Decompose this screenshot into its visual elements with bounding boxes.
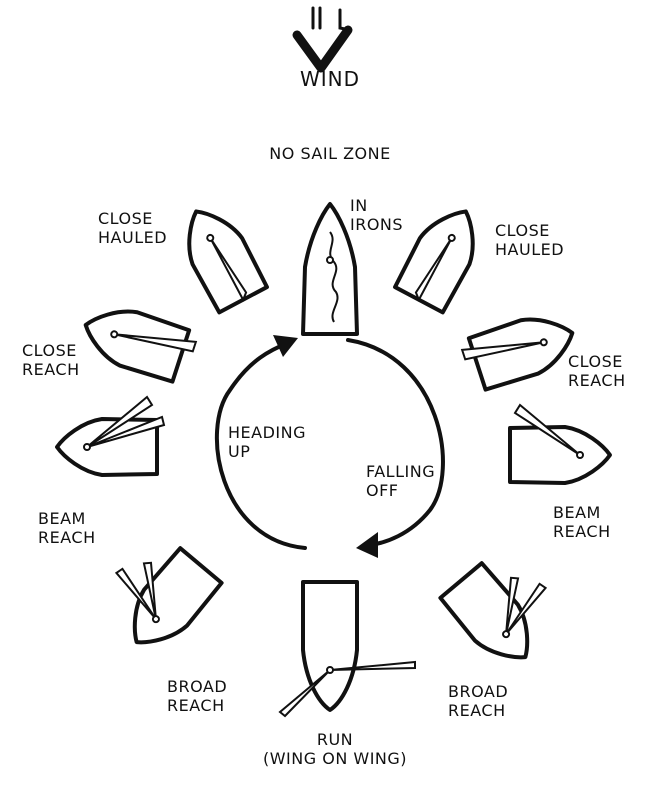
boat-close-hauled-left (171, 198, 267, 313)
close-reach-left-label: CLOSE REACH (22, 341, 80, 379)
broad-reach-right-label: BROAD REACH (448, 682, 509, 720)
beam-reach-right-label: BEAM REACH (553, 503, 611, 541)
close-reach-right-label: CLOSE REACH (568, 352, 626, 390)
boat-close-hauled-right (394, 198, 490, 313)
run-label: RUN (WING ON WING) (262, 730, 408, 768)
boat-broad-reach-left (113, 545, 225, 663)
no-sail-zone-text: NO SAIL ZONE (269, 144, 391, 163)
wind-arrow-icon (292, 6, 353, 73)
close-hauled-left-label: CLOSE HAULED (98, 209, 168, 247)
in-irons-label: IN IRONS (350, 196, 404, 234)
circular-arrow-icon (214, 335, 445, 558)
close-hauled-right-label: CLOSE HAULED (495, 221, 565, 259)
wind-text: WIND (299, 67, 361, 91)
falling-off-label: FALLING OFF (366, 462, 436, 500)
boat-close-reach-left (75, 296, 198, 385)
boat-beam-reach-right (508, 403, 612, 485)
boat-close-reach-right (460, 304, 583, 393)
broad-reach-left-label: BROAD REACH (167, 677, 228, 715)
boat-run (278, 580, 416, 718)
beam-reach-left-label: BEAM REACH (38, 509, 96, 547)
boat-in-irons (301, 202, 359, 336)
boat-broad-reach-right (437, 560, 549, 678)
heading-up-label: HEADING UP (228, 423, 306, 461)
no-sail-zone-label: NO SAIL ZONE (240, 144, 420, 163)
boat-beam-reach-left (55, 395, 166, 477)
wind-label: WIND (290, 67, 370, 91)
